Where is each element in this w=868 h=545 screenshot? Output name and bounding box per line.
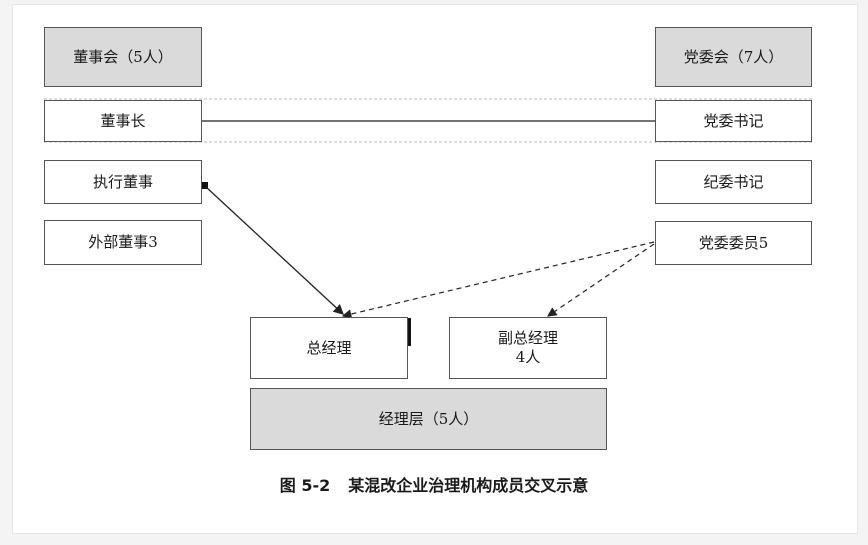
board-box: 董事会（5人） [44, 27, 202, 87]
executive-director-box: 执行董事 [44, 160, 202, 204]
gm-side-marker [408, 318, 411, 346]
executive-director-anchor [201, 182, 208, 189]
external-directors-box: 外部董事3 [44, 220, 202, 265]
figure-number: 图 5-2 [279, 476, 331, 495]
party-secretary-box: 党委书记 [655, 100, 812, 142]
deputy-gm-box: 副总经理 4人 [449, 317, 607, 379]
management-layer-box: 经理层（5人） [250, 388, 607, 450]
chairman-box: 董事长 [44, 100, 202, 142]
party-members-box: 党委委员5 [655, 221, 812, 265]
executive-to-gm-arrow [205, 186, 344, 315]
party-member-to-gm-arrow [341, 241, 655, 319]
general-manager-box: 总经理 [250, 317, 408, 379]
figure-title: 某混改企业治理机构成员交叉示意 [348, 476, 589, 495]
party-member-to-deputy-arrow [547, 243, 655, 317]
discipline-secretary-box: 纪委书记 [655, 160, 812, 204]
party-committee-box: 党委会（7人） [655, 27, 812, 87]
figure-caption: 图 5-2 某混改企业治理机构成员交叉示意 [0, 472, 868, 496]
